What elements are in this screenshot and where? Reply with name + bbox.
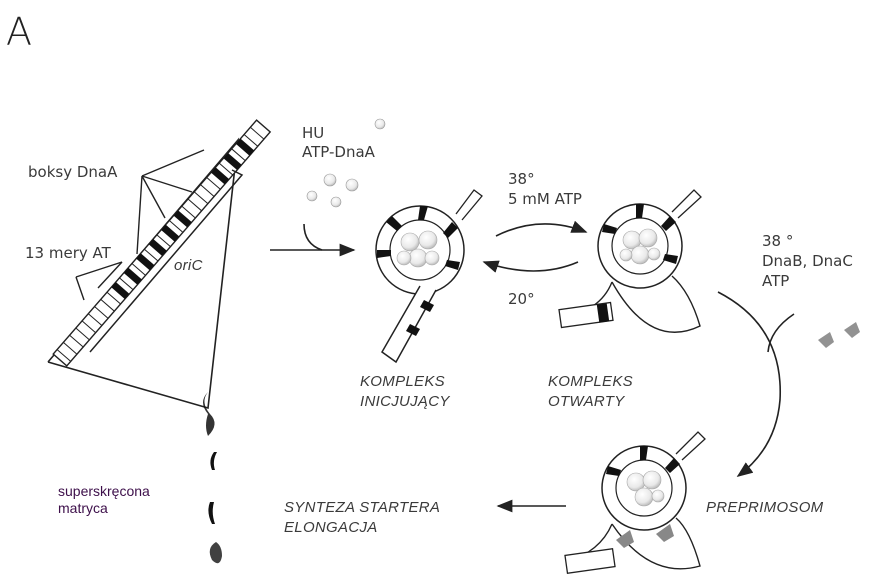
initiation-complex-label-2: INICJUJĄCY	[360, 392, 450, 411]
synthesis-label-2: ELONGACJA	[284, 518, 378, 537]
open-complex-label-1: KOMPLEKS	[548, 372, 633, 391]
at-13mers-label: 13 mery AT	[25, 244, 111, 263]
atp-5mm-label: 5 mM ATP	[508, 190, 582, 209]
preprimosome-icon	[565, 432, 705, 573]
open-complex-label-2: OTWARTY	[548, 392, 625, 411]
temp-reverse-label: 20°	[508, 290, 535, 309]
initiation-complex-label-1: KOMPLEKS	[360, 372, 445, 391]
loading-arrow	[270, 224, 354, 250]
supercoiled-label-1: superskręcona	[58, 482, 150, 500]
atp-label: ATP	[762, 272, 789, 291]
supercoiled-template-icon	[203, 392, 222, 563]
synthesis-label-1: SYNTEZA STARTERA	[284, 498, 440, 517]
temp-forward-label: 38°	[508, 170, 535, 189]
atp-dnaa-label: ATP-DnaA	[302, 143, 375, 162]
open-complex-icon	[559, 190, 701, 332]
reversible-arrows	[484, 224, 586, 271]
dnab-dnac-proteins	[818, 322, 860, 348]
panel-label: A	[6, 10, 32, 54]
initiation-complex-icon	[376, 190, 482, 362]
temp-right-label: 38 °	[762, 232, 793, 251]
preprimosome-arrow	[718, 292, 794, 476]
oric-bracket	[90, 170, 242, 352]
dnab-dnac-label: DnaB, DnaC	[762, 252, 853, 271]
supercoiled-label-2: matryca	[58, 499, 108, 517]
dnaa-boxes-label: boksy DnaA	[28, 163, 117, 182]
hu-label: HU	[302, 124, 324, 143]
preprimosome-label: PREPRIMOSOM	[706, 498, 823, 517]
oric-label: oriC	[174, 256, 203, 275]
